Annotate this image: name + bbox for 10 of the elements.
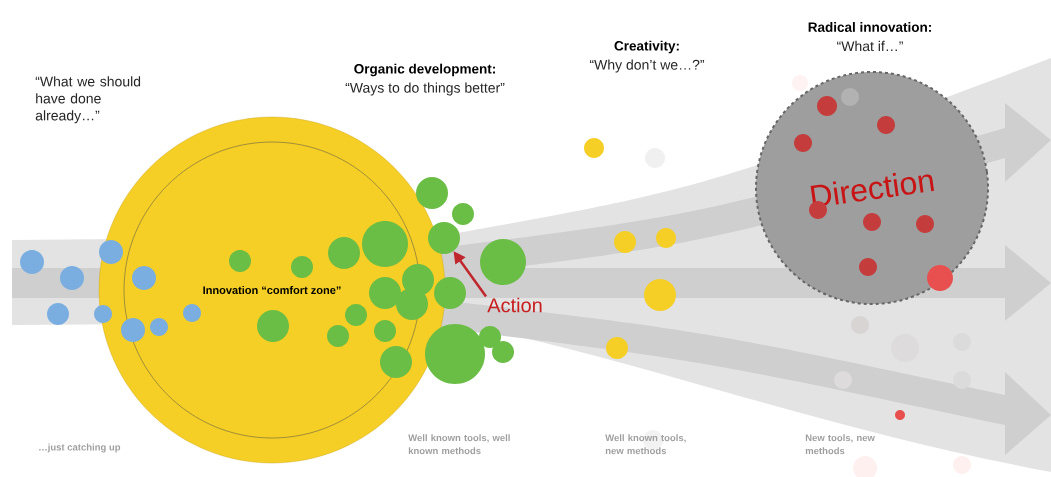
quote-text: “Why don’t we…?”: [589, 59, 705, 73]
heading: Organic development:: [354, 63, 495, 77]
bubble: [428, 222, 460, 254]
caption-text: Well known tools, new methods: [605, 434, 686, 455]
caption-text: New tools, new methods: [805, 434, 875, 455]
quote-text: “Ways to do things better”: [345, 82, 505, 96]
heading: Radical innovation:: [808, 22, 931, 32]
heading: Creativity:: [614, 40, 679, 54]
action-label: Action: [487, 297, 542, 313]
quote-text: “What if…”: [837, 40, 903, 52]
